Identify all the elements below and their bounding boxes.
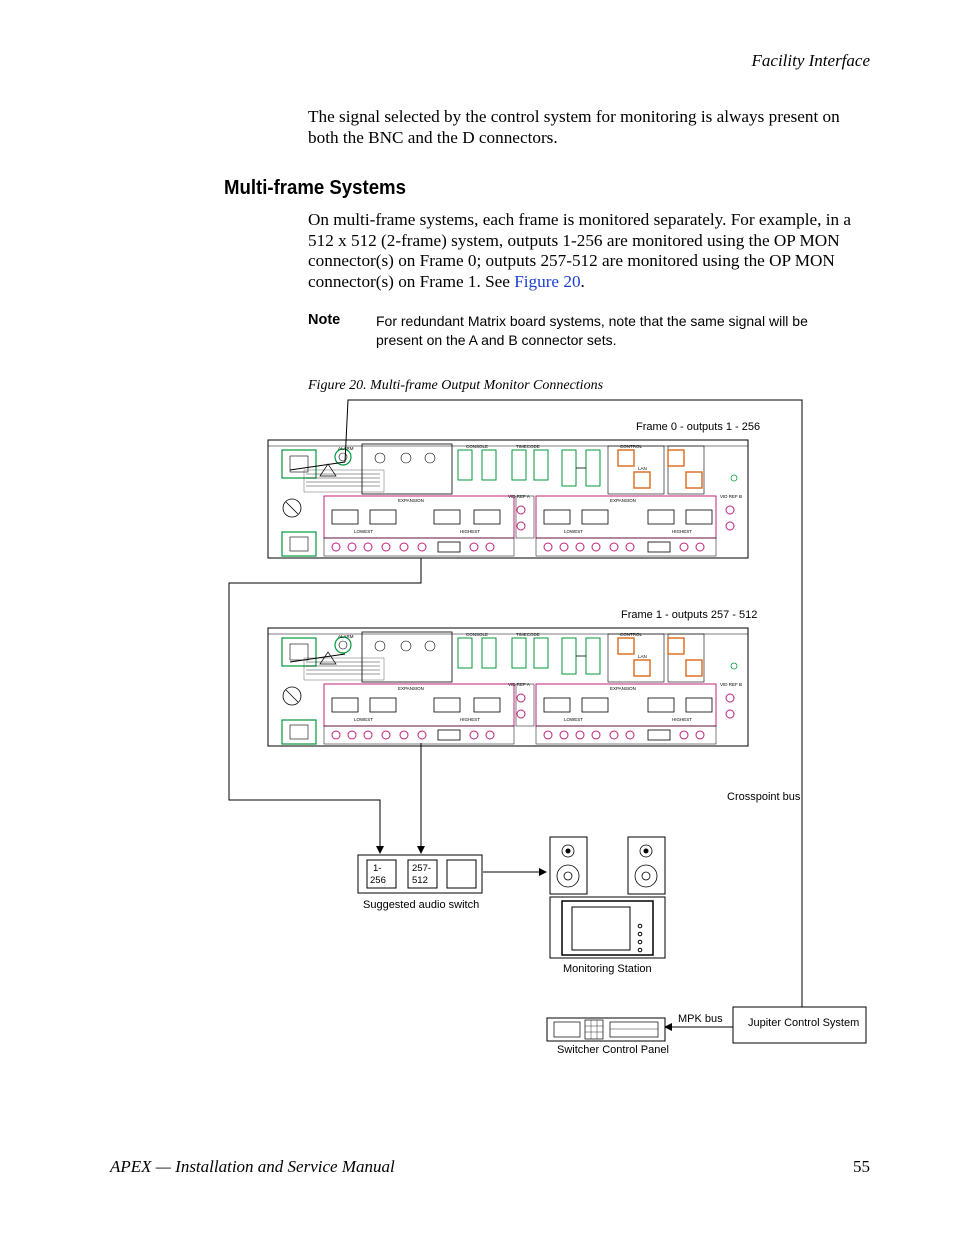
svg-text:EXPANSION: EXPANSION [610, 498, 636, 503]
audio-switch-label: Suggested audio switch [363, 899, 479, 911]
page-number: 55 [853, 1157, 870, 1176]
svg-text:LAN: LAN [638, 466, 647, 471]
audio-switch-button-3[interactable] [446, 859, 477, 889]
svg-text:EXPANSION: EXPANSION [610, 686, 636, 691]
jupiter-control-system-box [732, 1006, 867, 1044]
svg-text:HIGHEST: HIGHEST [460, 529, 480, 534]
frame1-label: Frame 1 - outputs 257 - 512 [621, 609, 757, 621]
svg-text:EXPANSION: EXPANSION [398, 686, 424, 691]
svg-text:LOWEST: LOWEST [354, 717, 373, 722]
audio-switch-button-2[interactable] [407, 859, 438, 889]
switcher-panel-label: Switcher Control Panel [557, 1044, 669, 1056]
svg-text:CONTROL: CONTROL [620, 444, 642, 449]
frame0-label: Frame 0 - outputs 1 - 256 [636, 421, 760, 433]
running-header: Facility Interface [751, 51, 870, 70]
frame0-rear-panel: ALARM CONSOLE TIMECODE CONTROL LAN EXPAN… [267, 439, 749, 559]
svg-text:1-: 1- [373, 863, 381, 874]
section-text: On multi-frame systems, each frame is mo… [308, 210, 851, 291]
page-footer: APEX — Installation and Service Manual 5… [110, 1157, 870, 1177]
svg-text:CONSOLE: CONSOLE [466, 444, 488, 449]
monitoring-station [549, 836, 666, 959]
audio-switch: 1- 256 257- 512 [357, 854, 483, 894]
footer-title: APEX — Installation and Service Manual [110, 1157, 395, 1176]
section-text-end: . [580, 271, 585, 291]
crosspoint-bus-lines [289, 399, 803, 1007]
svg-text:VID REF B: VID REF B [720, 682, 742, 687]
svg-text:VID REF B: VID REF B [720, 494, 742, 499]
section-paragraph: On multi-frame systems, each frame is mo… [308, 210, 873, 292]
svg-text:HIGHEST: HIGHEST [460, 717, 480, 722]
svg-text:512: 512 [412, 875, 428, 886]
svg-text:LOWEST: LOWEST [564, 529, 583, 534]
figure-link[interactable]: Figure 20 [514, 271, 581, 291]
mpk-bus-label: MPK bus [678, 1013, 723, 1025]
svg-text:VID REF A: VID REF A [508, 494, 530, 499]
svg-text:VID REF A: VID REF A [508, 682, 530, 687]
svg-text:LOWEST: LOWEST [564, 717, 583, 722]
svg-text:ALARM: ALARM [338, 634, 354, 639]
note-text: For redundant Matrix board systems, note… [376, 313, 808, 348]
svg-text:LOWEST: LOWEST [354, 529, 373, 534]
svg-text:TIMECODE: TIMECODE [516, 632, 540, 637]
svg-text:257-: 257- [412, 863, 431, 874]
frame1-rear-panel: ALARM CONSOLE TIMECODE CONTROL LAN EXPAN… [267, 627, 749, 747]
intro-paragraph: The signal selected by the control syste… [308, 107, 840, 147]
audio-switch-button-1[interactable] [366, 859, 397, 889]
svg-text:CONTROL: CONTROL [620, 632, 642, 637]
monitoring-station-label: Monitoring Station [563, 963, 652, 975]
svg-text:CONSOLE: CONSOLE [466, 632, 488, 637]
svg-text:TIMECODE: TIMECODE [516, 444, 540, 449]
svg-text:HIGHEST: HIGHEST [672, 529, 692, 534]
note-label: Note [308, 312, 341, 328]
switcher-control-panel [546, 1017, 666, 1042]
svg-text:256: 256 [370, 875, 386, 886]
monitor-cables [228, 558, 547, 876]
svg-text:HIGHEST: HIGHEST [672, 717, 692, 722]
svg-text:LAN: LAN [638, 654, 647, 659]
jupiter-label: Jupiter Control System [748, 1017, 859, 1029]
crosspoint-bus-label: Crosspoint bus [727, 791, 801, 803]
svg-text:EXPANSION: EXPANSION [398, 498, 424, 503]
section-heading: Multi-frame Systems [224, 177, 406, 199]
figure-caption: Figure 20. Multi-frame Output Monitor Co… [308, 378, 604, 393]
